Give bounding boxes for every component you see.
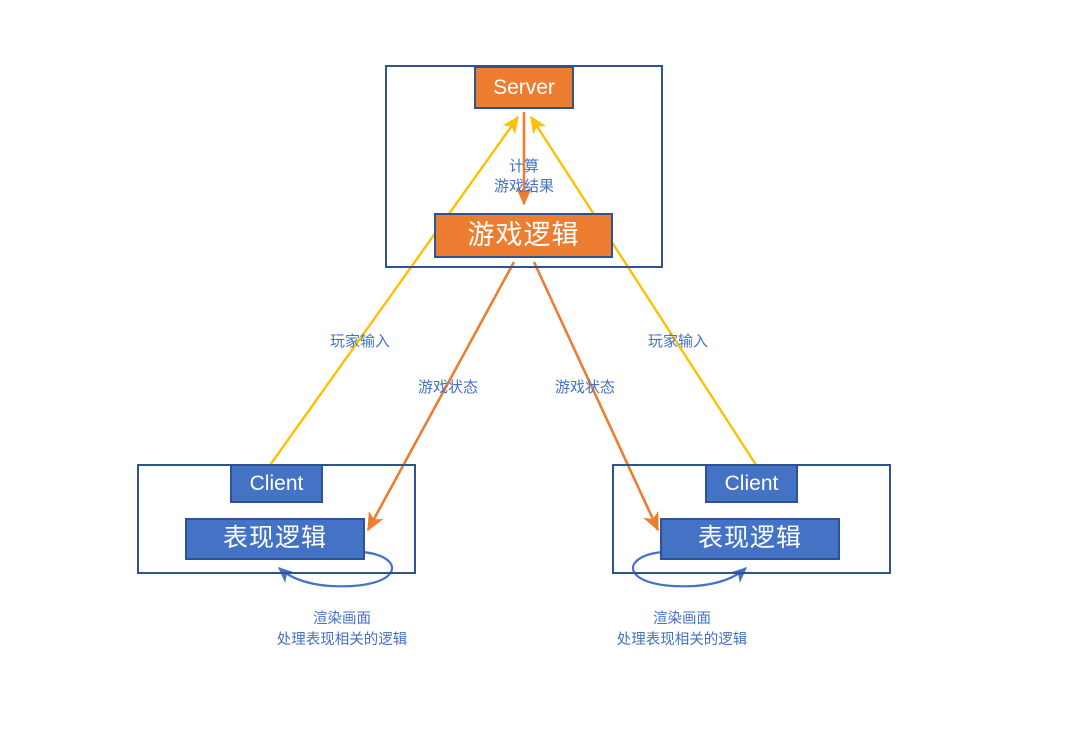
- caption-left-line2: 处理表现相关的逻辑: [276, 632, 408, 649]
- view-logic-node-right[interactable]: 表现逻辑: [660, 518, 840, 560]
- client-node-left[interactable]: Client: [230, 464, 323, 503]
- edge-label-game-state-left-text: 游戏状态: [417, 379, 478, 396]
- game-logic-node-label: 游戏逻辑: [467, 219, 580, 250]
- view-logic-node-right-label: 表现逻辑: [697, 524, 802, 553]
- edge-label-game-state-right-text: 游戏状态: [554, 379, 615, 396]
- edge-label-compute-result-line1: 计算: [508, 158, 539, 175]
- client-node-left-label: Client: [249, 471, 304, 495]
- edge-label-player-input-right: 玩家输入: [618, 332, 738, 352]
- caption-left-client: 渲染画面 处理表现相关的逻辑: [222, 609, 462, 651]
- caption-left-line1: 渲染画面: [313, 611, 371, 627]
- view-logic-node-left-label: 表现逻辑: [222, 524, 327, 553]
- caption-right-client: 渲染画面 处理表现相关的逻辑: [562, 609, 802, 651]
- view-logic-node-left[interactable]: 表现逻辑: [185, 518, 365, 560]
- edge-label-compute-result: 计算 游戏结果: [474, 157, 574, 198]
- edge-label-game-state-right: 游戏状态: [525, 378, 645, 398]
- caption-right-line1: 渲染画面: [653, 611, 711, 627]
- caption-right-line2: 处理表现相关的逻辑: [616, 632, 748, 649]
- game-logic-node[interactable]: 游戏逻辑: [434, 213, 613, 258]
- client-node-right-label: Client: [724, 471, 779, 495]
- edge-label-game-state-left: 游戏状态: [388, 378, 508, 398]
- edge-label-player-input-right-text: 玩家输入: [647, 333, 708, 350]
- edge-label-player-input-left-text: 玩家输入: [329, 333, 390, 350]
- edge-label-player-input-left: 玩家输入: [300, 332, 420, 352]
- client-node-right[interactable]: Client: [705, 464, 798, 503]
- server-node-label: Server: [493, 75, 555, 99]
- edge-label-compute-result-line2: 游戏结果: [493, 178, 554, 196]
- server-node[interactable]: Server: [474, 66, 574, 109]
